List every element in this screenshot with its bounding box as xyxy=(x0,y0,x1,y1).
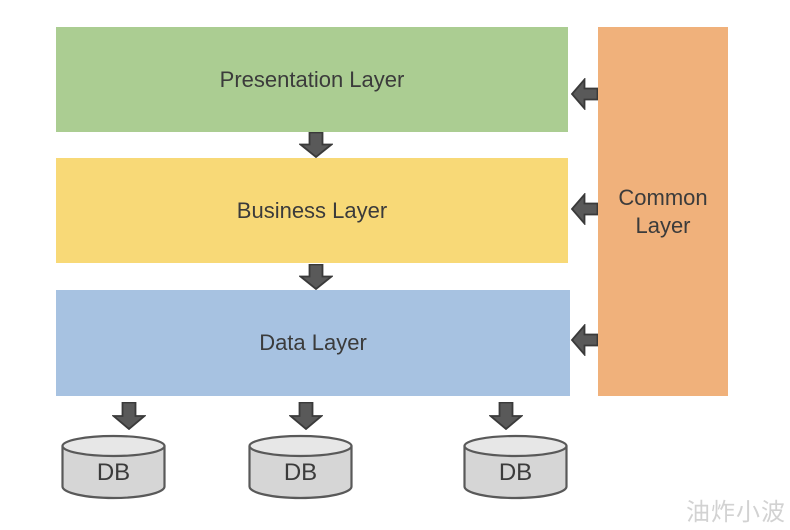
db-label: DB xyxy=(284,459,317,486)
database-cylinder: DB xyxy=(463,434,568,500)
down-arrow-icon xyxy=(299,264,333,290)
down-arrow-icon xyxy=(489,402,523,430)
business-layer-label: Business Layer xyxy=(236,197,388,223)
down-arrow-icon xyxy=(299,132,333,158)
database-cylinder: DB xyxy=(61,434,166,500)
watermark-text: 油炸小波 xyxy=(686,499,786,526)
down-arrow-icon xyxy=(112,402,146,430)
business-layer-box: Business Layer xyxy=(56,158,568,263)
data-layer-box: Data Layer xyxy=(56,290,570,396)
left-arrow-icon xyxy=(571,324,598,356)
presentation-layer-label: Presentation Layer xyxy=(219,66,405,92)
db-label: DB xyxy=(97,459,130,486)
left-arrow-icon xyxy=(571,193,598,225)
db-label: DB xyxy=(499,459,532,486)
left-arrow-icon xyxy=(571,78,598,110)
presentation-layer-box: Presentation Layer xyxy=(56,27,568,132)
common-layer-box: Common Layer xyxy=(598,27,728,396)
down-arrow-icon xyxy=(289,402,323,430)
data-layer-label: Data Layer xyxy=(259,330,367,355)
common-layer-label: Common Layer xyxy=(618,185,708,238)
database-cylinder: DB xyxy=(248,434,353,500)
